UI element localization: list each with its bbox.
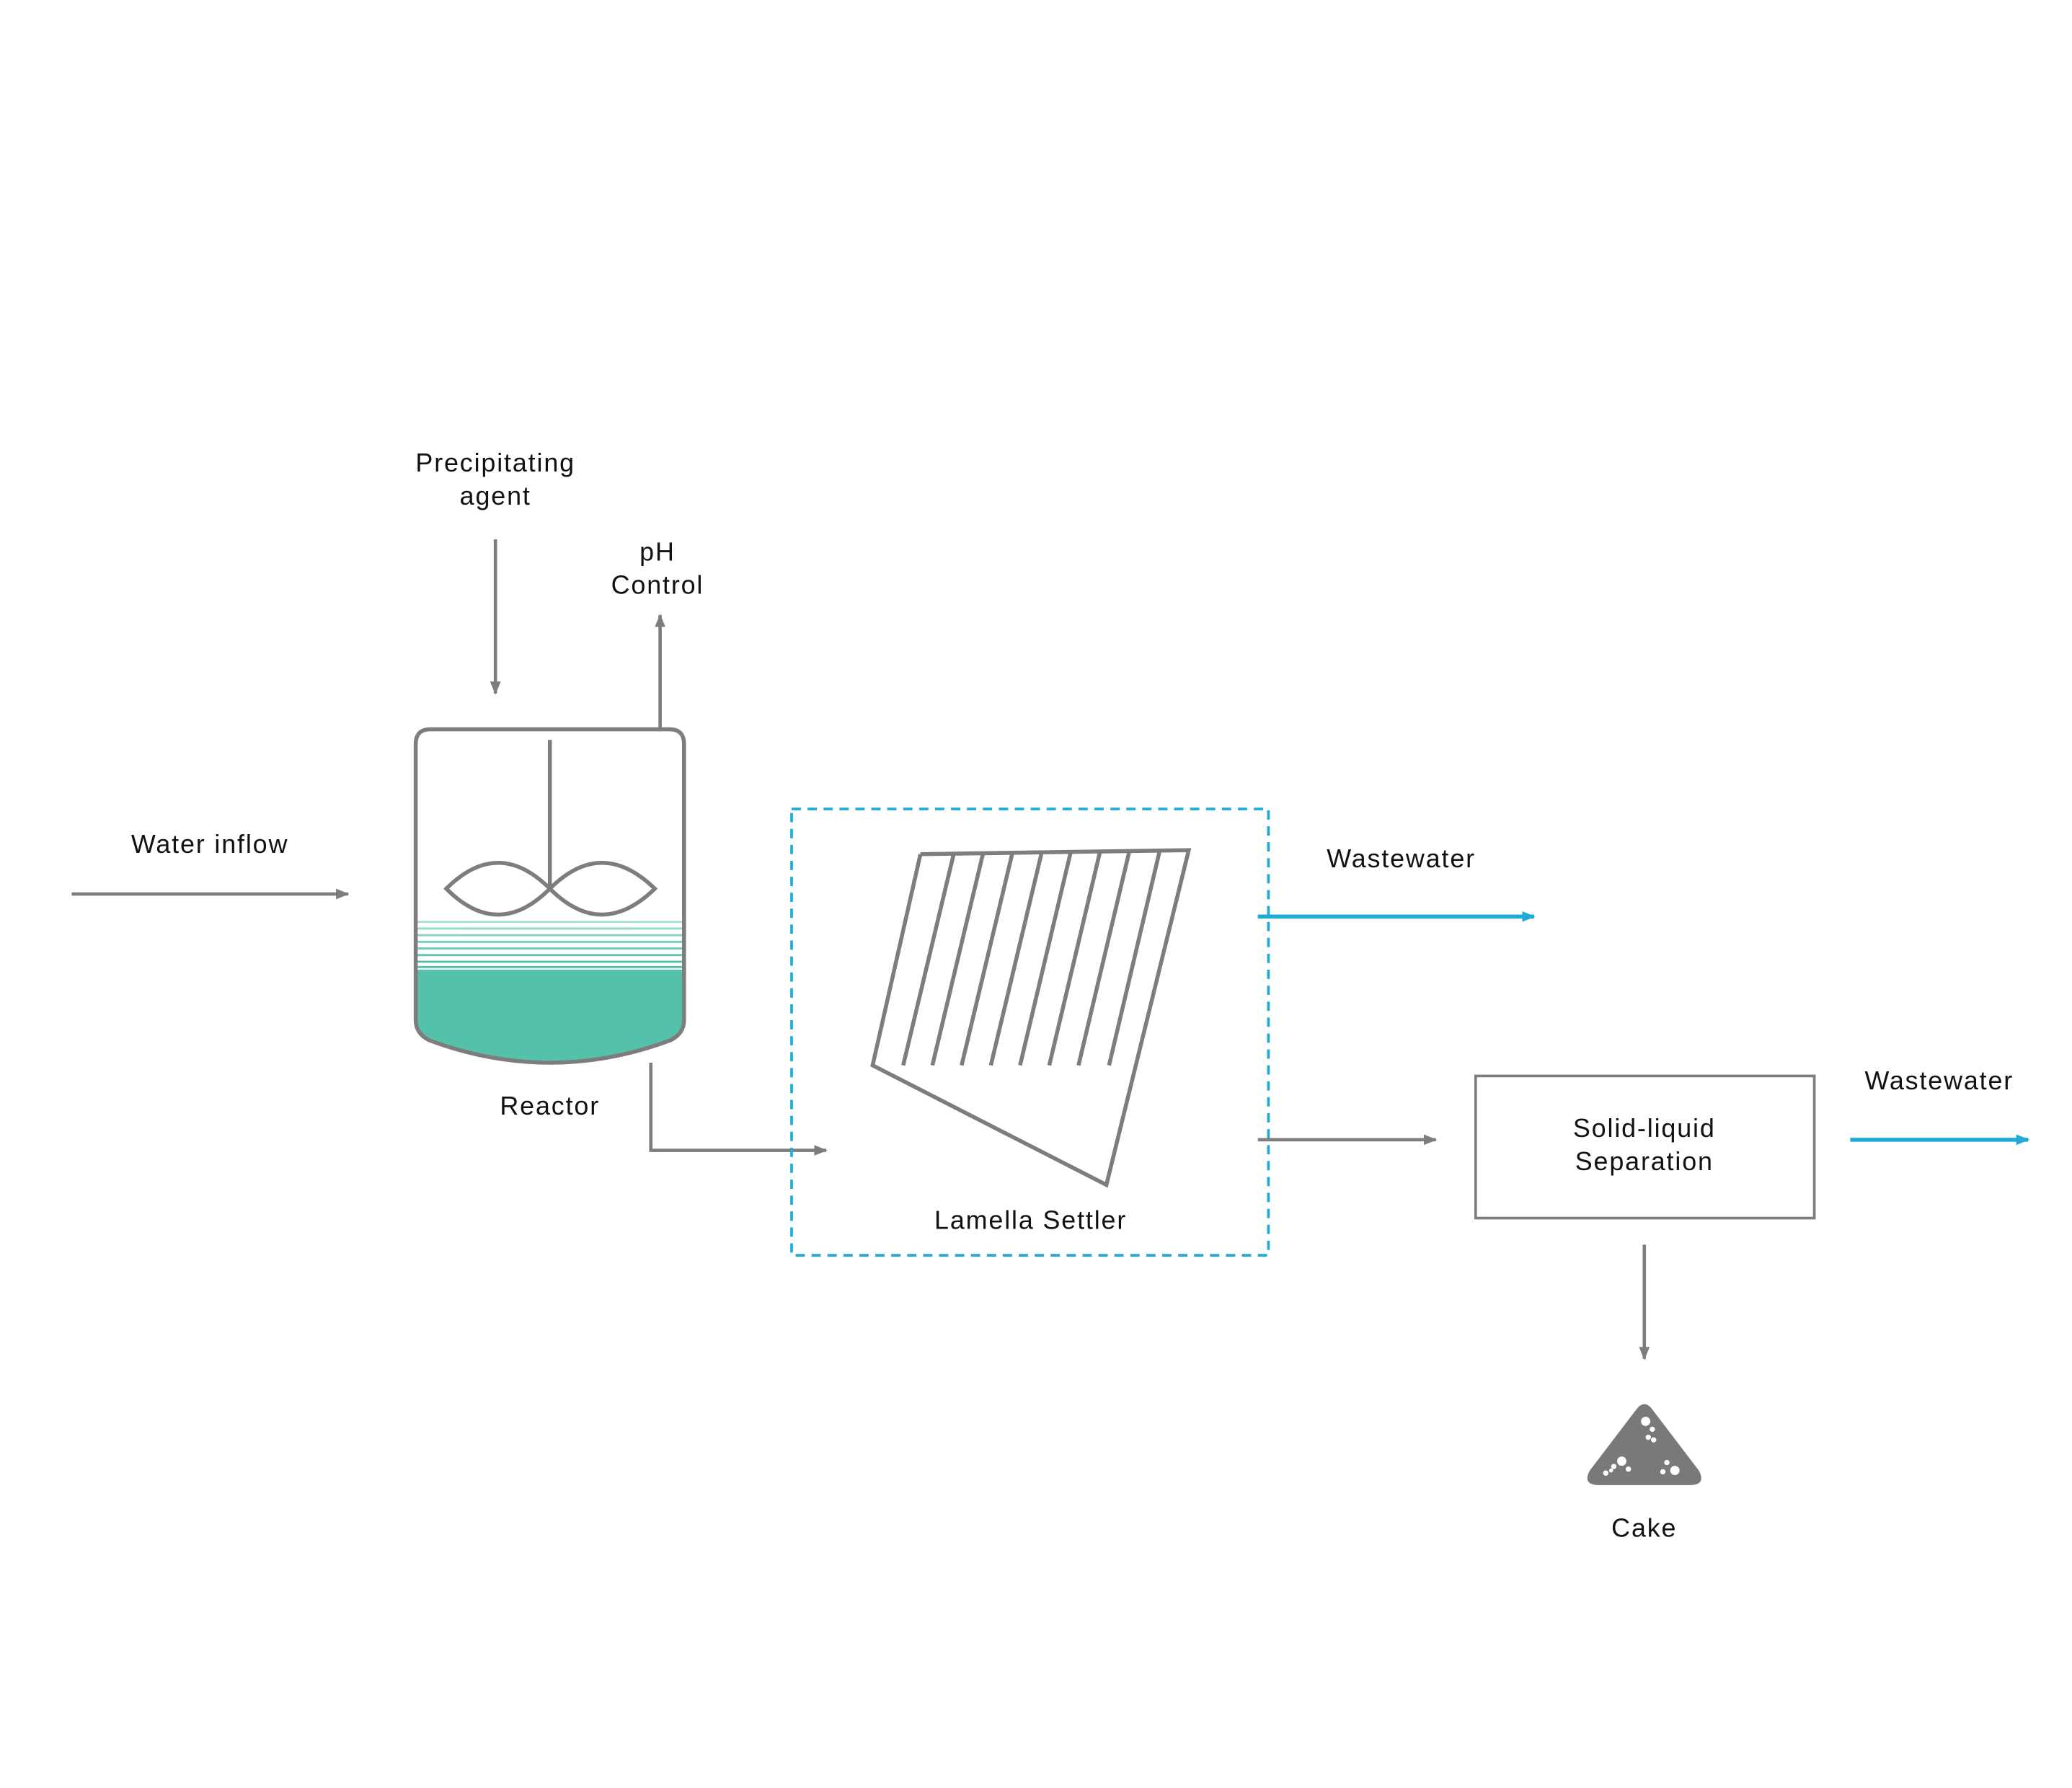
cake-label: Cake [1611, 1513, 1677, 1543]
cake-pile-icon [1587, 1404, 1701, 1485]
separation-label-2: Separation [1575, 1146, 1714, 1176]
solid-liquid-separation-box [1474, 1074, 1816, 1220]
wastewater-top-label: Wastewater [1327, 844, 1476, 873]
separation-label: Solid-liquid [1573, 1113, 1716, 1143]
precipitating-agent-label: Precipitating [415, 448, 575, 477]
lamella-settler-label: Lamella Settler [934, 1205, 1127, 1234]
precipitating-agent-label-2: agent [460, 481, 531, 510]
reactor-label: Reactor [500, 1091, 600, 1120]
ph-control-label-2: Control [611, 570, 704, 600]
water-inflow-label: Water inflow [131, 829, 288, 859]
lamella-settler-icon [870, 848, 1192, 1188]
wastewater-right-label: Wastewater [1864, 1066, 2014, 1095]
ph-control-label: pH [639, 537, 676, 567]
reactor-outflow-arrow [649, 1062, 828, 1156]
stirred-tank-reactor-icon [413, 727, 686, 1065]
lamella-settler-boundary [790, 807, 1270, 1257]
